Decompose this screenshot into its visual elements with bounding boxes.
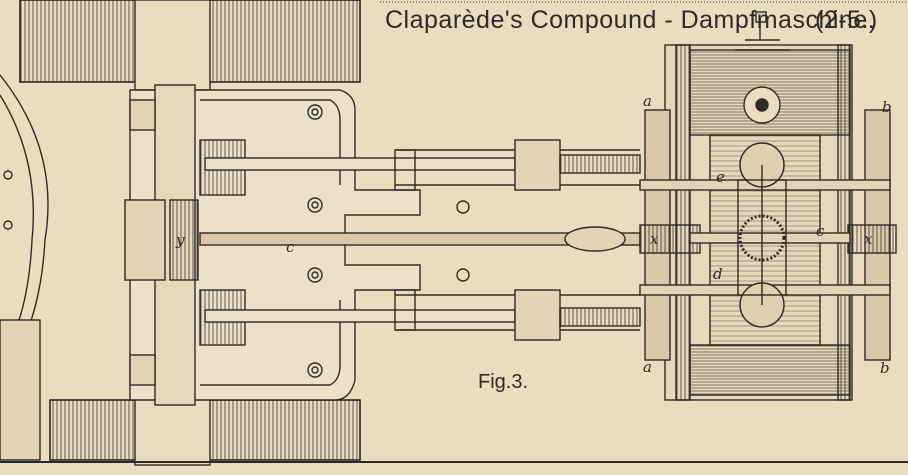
- label-y: y: [175, 231, 185, 249]
- label-a-bottom: a: [643, 358, 652, 376]
- plate-title: Claparède's Compound - Dampfmaschine.: [385, 6, 875, 34]
- connecting-rod-top: [204, 157, 516, 171]
- label-a-top: a: [643, 92, 652, 110]
- label-d: d: [713, 265, 723, 283]
- label-e: e: [716, 168, 725, 186]
- label-b-top: b: [882, 98, 892, 116]
- label-c-left: c: [286, 238, 295, 256]
- label-x-left: x: [650, 230, 659, 248]
- crosshead-top: [514, 139, 561, 191]
- flywheel-hub-bottom: [134, 394, 211, 466]
- label-x-right: x: [864, 230, 873, 248]
- plate-reference: (2-5.): [815, 6, 878, 34]
- label-b-bottom: b: [880, 359, 890, 377]
- label-c-right: c: [816, 222, 825, 240]
- figure-label: Fig.3.: [478, 371, 528, 393]
- connecting-rod-bottom: [204, 309, 516, 323]
- crank-web: [169, 199, 199, 281]
- crosshead-bottom: [514, 289, 561, 341]
- pedestal-left: [0, 319, 41, 461]
- flywheel-hub-top: [134, 0, 211, 91]
